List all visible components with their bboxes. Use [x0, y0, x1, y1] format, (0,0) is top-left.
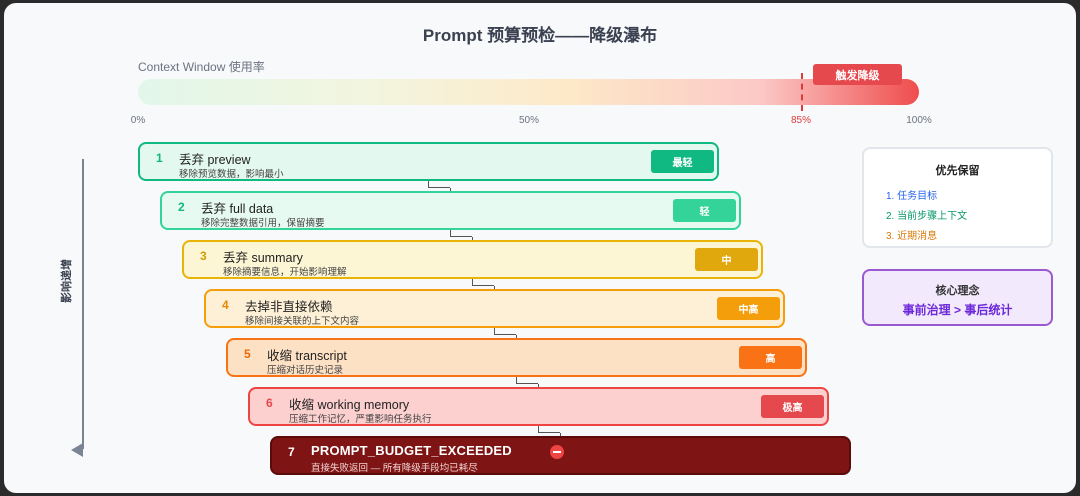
step-1: 1 丢弃 preview 移除预览数据，影响最小 最轻	[138, 142, 719, 181]
step-name: PROMPT_BUDGET_EXCEEDED	[311, 443, 512, 458]
impact-badge: 中	[695, 248, 758, 271]
step-number: 2	[178, 200, 185, 214]
step-connector	[538, 426, 560, 433]
step-connector	[450, 230, 472, 237]
step-connector	[494, 286, 495, 289]
step-name: 丢弃 summary	[223, 251, 303, 265]
step-desc: 移除摘要信息，开始影响理解	[223, 267, 347, 278]
step-connector	[516, 335, 517, 338]
step-connector	[494, 328, 516, 335]
impact-badge: 高	[739, 346, 802, 369]
diagram-card: Prompt 预算预检——降级瀑布 Context Window 使用率 触发降…	[4, 3, 1076, 493]
step-desc: 压缩对话历史记录	[267, 365, 344, 376]
step-2: 2 丢弃 full data 移除完整数据引用，保留摘要 轻	[160, 191, 741, 230]
step-number: 6	[266, 396, 273, 410]
step-name: 收缩 transcript	[267, 349, 347, 363]
impact-axis-line	[82, 159, 84, 449]
no-entry-icon	[550, 445, 564, 459]
core-value: 事前治理 > 事后统计	[902, 303, 1013, 317]
step-4: 4 去掉非直接依赖 移除间接关联的上下文内容 中高	[204, 289, 785, 328]
core-principle-panel: 核心理念 事前治理 > 事后统计	[862, 269, 1053, 326]
step-number: 7	[288, 445, 295, 459]
tick-100: 100%	[906, 115, 932, 126]
tick-85: 85%	[790, 115, 812, 126]
step-connector	[428, 181, 450, 188]
core-heading: 核心理念	[935, 285, 980, 297]
step-number: 3	[200, 249, 207, 263]
step-desc: 移除预览数据，影响最小	[179, 169, 284, 180]
impact-axis-arrow-icon	[71, 443, 83, 457]
tick-0: 0%	[130, 115, 146, 126]
page-title: Prompt 预算预检——降级瀑布	[422, 26, 658, 45]
impact-badge: 轻	[673, 199, 736, 222]
step-7: 7 PROMPT_BUDGET_EXCEEDED 直接失败返回 — 所有降级手段…	[270, 436, 851, 475]
step-connector	[450, 188, 451, 191]
priority-item: 2. 当前步骤上下文	[886, 211, 968, 222]
step-name: 收缩 working memory	[289, 398, 410, 412]
tick-50: 50%	[518, 115, 540, 126]
priority-panel: 优先保留 1. 任务目标 2. 当前步骤上下文 3. 近期消息	[862, 147, 1053, 248]
step-connector	[472, 279, 494, 286]
step-6: 6 收缩 working memory 压缩工作记忆，严重影响任务执行 极高	[248, 387, 829, 426]
impact-badge: 最轻	[651, 150, 714, 173]
step-connector	[516, 377, 538, 384]
priority-item: 1. 任务目标	[886, 191, 938, 202]
step-desc: 移除间接关联的上下文内容	[245, 316, 360, 327]
impact-badge: 极高	[761, 395, 824, 418]
step-connector	[560, 433, 561, 436]
step-number: 4	[222, 298, 229, 312]
step-desc: 移除完整数据引用，保留摘要	[201, 218, 325, 229]
impact-badge: 中高	[717, 297, 780, 320]
step-connector	[472, 237, 473, 240]
impact-axis-label: 影响递增	[61, 259, 73, 303]
step-name: 丢弃 preview	[179, 153, 251, 167]
priority-heading: 优先保留	[935, 165, 980, 177]
step-desc: 压缩工作记忆，严重影响任务执行	[289, 414, 432, 425]
step-3: 3 丢弃 summary 移除摘要信息，开始影响理解 中	[182, 240, 763, 279]
step-name: 丢弃 full data	[201, 202, 274, 216]
step-number: 1	[156, 151, 163, 165]
context-usage-bar	[138, 79, 919, 105]
step-desc: 直接失败返回 — 所有降级手段均已耗尽	[311, 463, 478, 474]
step-name: 去掉非直接依赖	[245, 300, 333, 314]
step-connector	[538, 384, 539, 387]
priority-item: 3. 近期消息	[886, 231, 938, 242]
step-5: 5 收缩 transcript 压缩对话历史记录 高	[226, 338, 807, 377]
threshold-marker	[801, 73, 803, 111]
trigger-badge: 触发降级	[813, 64, 902, 85]
step-number: 5	[244, 347, 251, 361]
context-window-label: Context Window 使用率	[138, 60, 265, 74]
